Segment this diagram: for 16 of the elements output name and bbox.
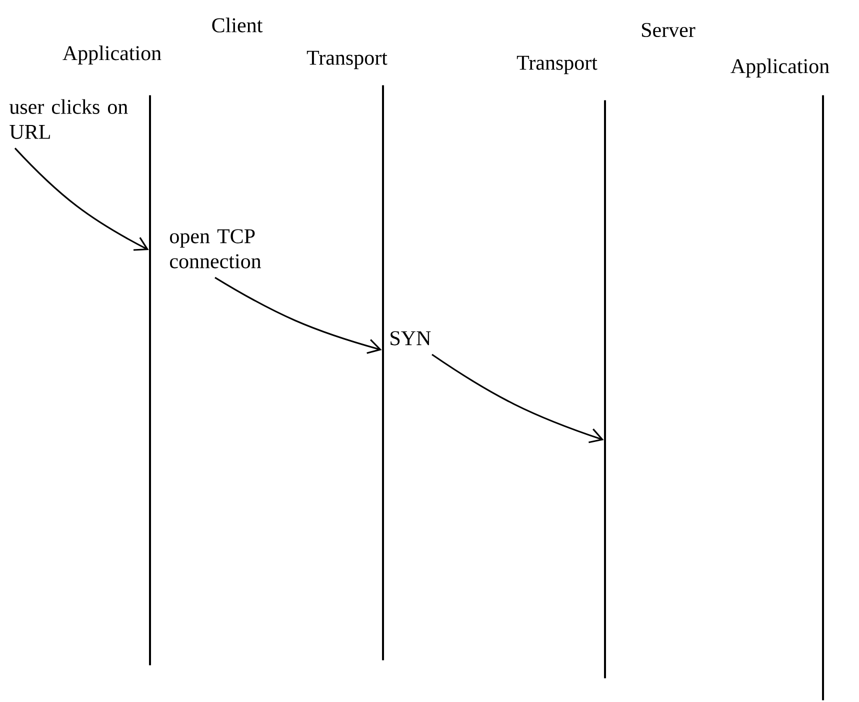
arrow [14,148,149,251]
message-text: user clicks on URL [9,99,128,139]
arrow [432,354,604,444]
lifeline-heading: Transport [516,56,598,74]
lifeline-heading: Transport [306,50,388,70]
group-label: Client [212,18,263,32]
lifeline [382,85,384,660]
lifeline [604,100,606,678]
lifeline-heading: Application [730,58,830,78]
message-text: open TCP connection [170,229,262,268]
group-label: Server [642,22,696,38]
lifeline [822,95,824,700]
lifeline-heading: Application [62,45,162,65]
arrow [214,276,382,354]
message-text: SYN [390,331,431,346]
lifeline [149,95,151,666]
